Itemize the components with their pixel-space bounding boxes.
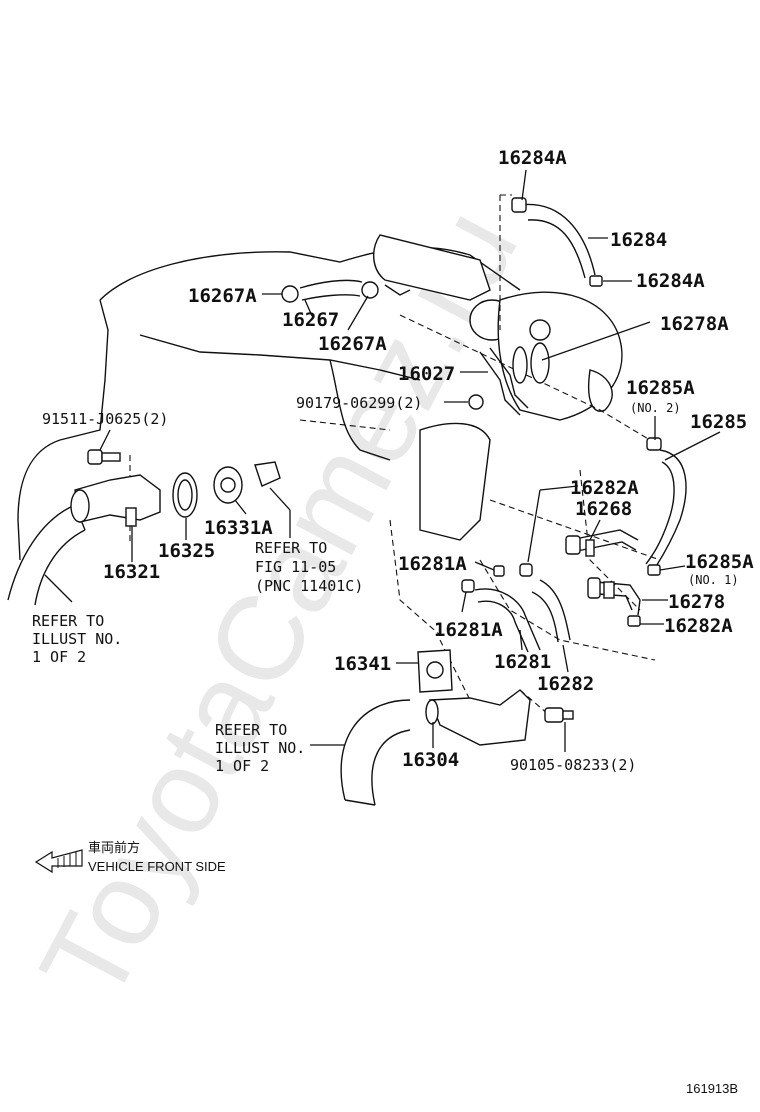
label-16278A: 16278A [660, 313, 729, 335]
label-16341: 16341 [334, 653, 391, 675]
svg-text:ILLUST NO.: ILLUST NO. [32, 630, 122, 648]
pipe-16027 [468, 342, 550, 416]
gasket-16341 [417, 649, 453, 693]
reference-illust-upper: REFER TO ILLUST NO. 1 OF 2 [32, 612, 122, 666]
label-16027: 16027 [398, 363, 455, 385]
svg-text:1 OF 2: 1 OF 2 [215, 757, 269, 775]
hose-16281 [461, 579, 541, 653]
label-16281A-top: 16281A [398, 553, 467, 575]
label-16331A: 16331A [204, 517, 273, 539]
label-16304: 16304 [402, 749, 459, 771]
turbocharger-housing [373, 234, 623, 541]
label-16278: 16278 [668, 591, 725, 613]
svg-text:FIG 11-05: FIG 11-05 [255, 558, 336, 576]
svg-text:(PNC 11401C): (PNC 11401C) [255, 577, 363, 595]
label-16267: 16267 [282, 309, 339, 331]
water-outlet-16304 [425, 689, 531, 746]
label-16284: 16284 [610, 229, 667, 251]
svg-text:REFER TO: REFER TO [32, 612, 104, 630]
svg-text:REFER TO: REFER TO [215, 721, 287, 739]
bolt-90105 [544, 707, 574, 723]
water-outlet-16321 [70, 474, 161, 527]
label-90105: 90105-08233(2) [510, 756, 636, 774]
hose-16284 [511, 197, 603, 287]
label-16267A-bottom: 16267A [318, 333, 387, 355]
pipe-16278 [587, 577, 641, 627]
label-90179: 90179-06299(2) [296, 394, 422, 412]
label-16284A-right: 16284A [636, 270, 705, 292]
bolt-91511 [87, 449, 121, 465]
arrow-left-icon [34, 849, 83, 874]
label-16285: 16285 [690, 411, 747, 433]
label-16285A-bottom: 16285A [685, 551, 754, 573]
thermostat-cap [254, 461, 281, 487]
hose-16267 [281, 279, 411, 303]
radiator-hose-lower [340, 699, 411, 806]
reference-illust-lower: REFER TO ILLUST NO. 1 OF 2 [215, 721, 305, 775]
vehicle-front-indicator: 車両前方 VEHICLE FRONT SIDE [34, 840, 226, 874]
label-91511: 91511-J0625(2) [42, 410, 168, 428]
hose-16285 [645, 437, 687, 576]
label-16268: 16268 [575, 498, 632, 520]
part-labels: 16284A 16284 16284A 16267A 16267 16267A … [42, 147, 754, 774]
thermostat-16331A [213, 466, 243, 504]
label-16285A-top-note: (NO. 2) [630, 401, 681, 415]
label-16282A-top: 16282A [570, 477, 639, 499]
label-16285A-top: 16285A [626, 377, 695, 399]
vehicle-front-english: VEHICLE FRONT SIDE [88, 859, 226, 874]
label-16281: 16281 [494, 651, 551, 673]
label-16281A-bottom: 16281A [434, 619, 503, 641]
pipe-16268 [565, 529, 639, 557]
label-16325: 16325 [158, 540, 215, 562]
leader-lines [44, 169, 721, 752]
reference-fig-11-05: REFER TO FIG 11-05 (PNC 11401C) [255, 539, 363, 595]
gasket-16325 [172, 472, 198, 518]
label-16321: 16321 [103, 561, 160, 583]
figure-id: 161913B [686, 1081, 738, 1096]
label-16267A-left: 16267A [188, 285, 257, 307]
label-16282A-bottom: 16282A [664, 615, 733, 637]
hose-16282 [493, 563, 571, 643]
svg-text:REFER TO: REFER TO [255, 539, 327, 557]
label-16284A-top: 16284A [498, 147, 567, 169]
svg-text:1 OF 2: 1 OF 2 [32, 648, 86, 666]
svg-text:ILLUST NO.: ILLUST NO. [215, 739, 305, 757]
label-16285A-bottom-note: (NO. 1) [688, 573, 739, 587]
vehicle-front-japanese: 車両前方 [88, 840, 140, 855]
label-16282: 16282 [537, 673, 594, 695]
